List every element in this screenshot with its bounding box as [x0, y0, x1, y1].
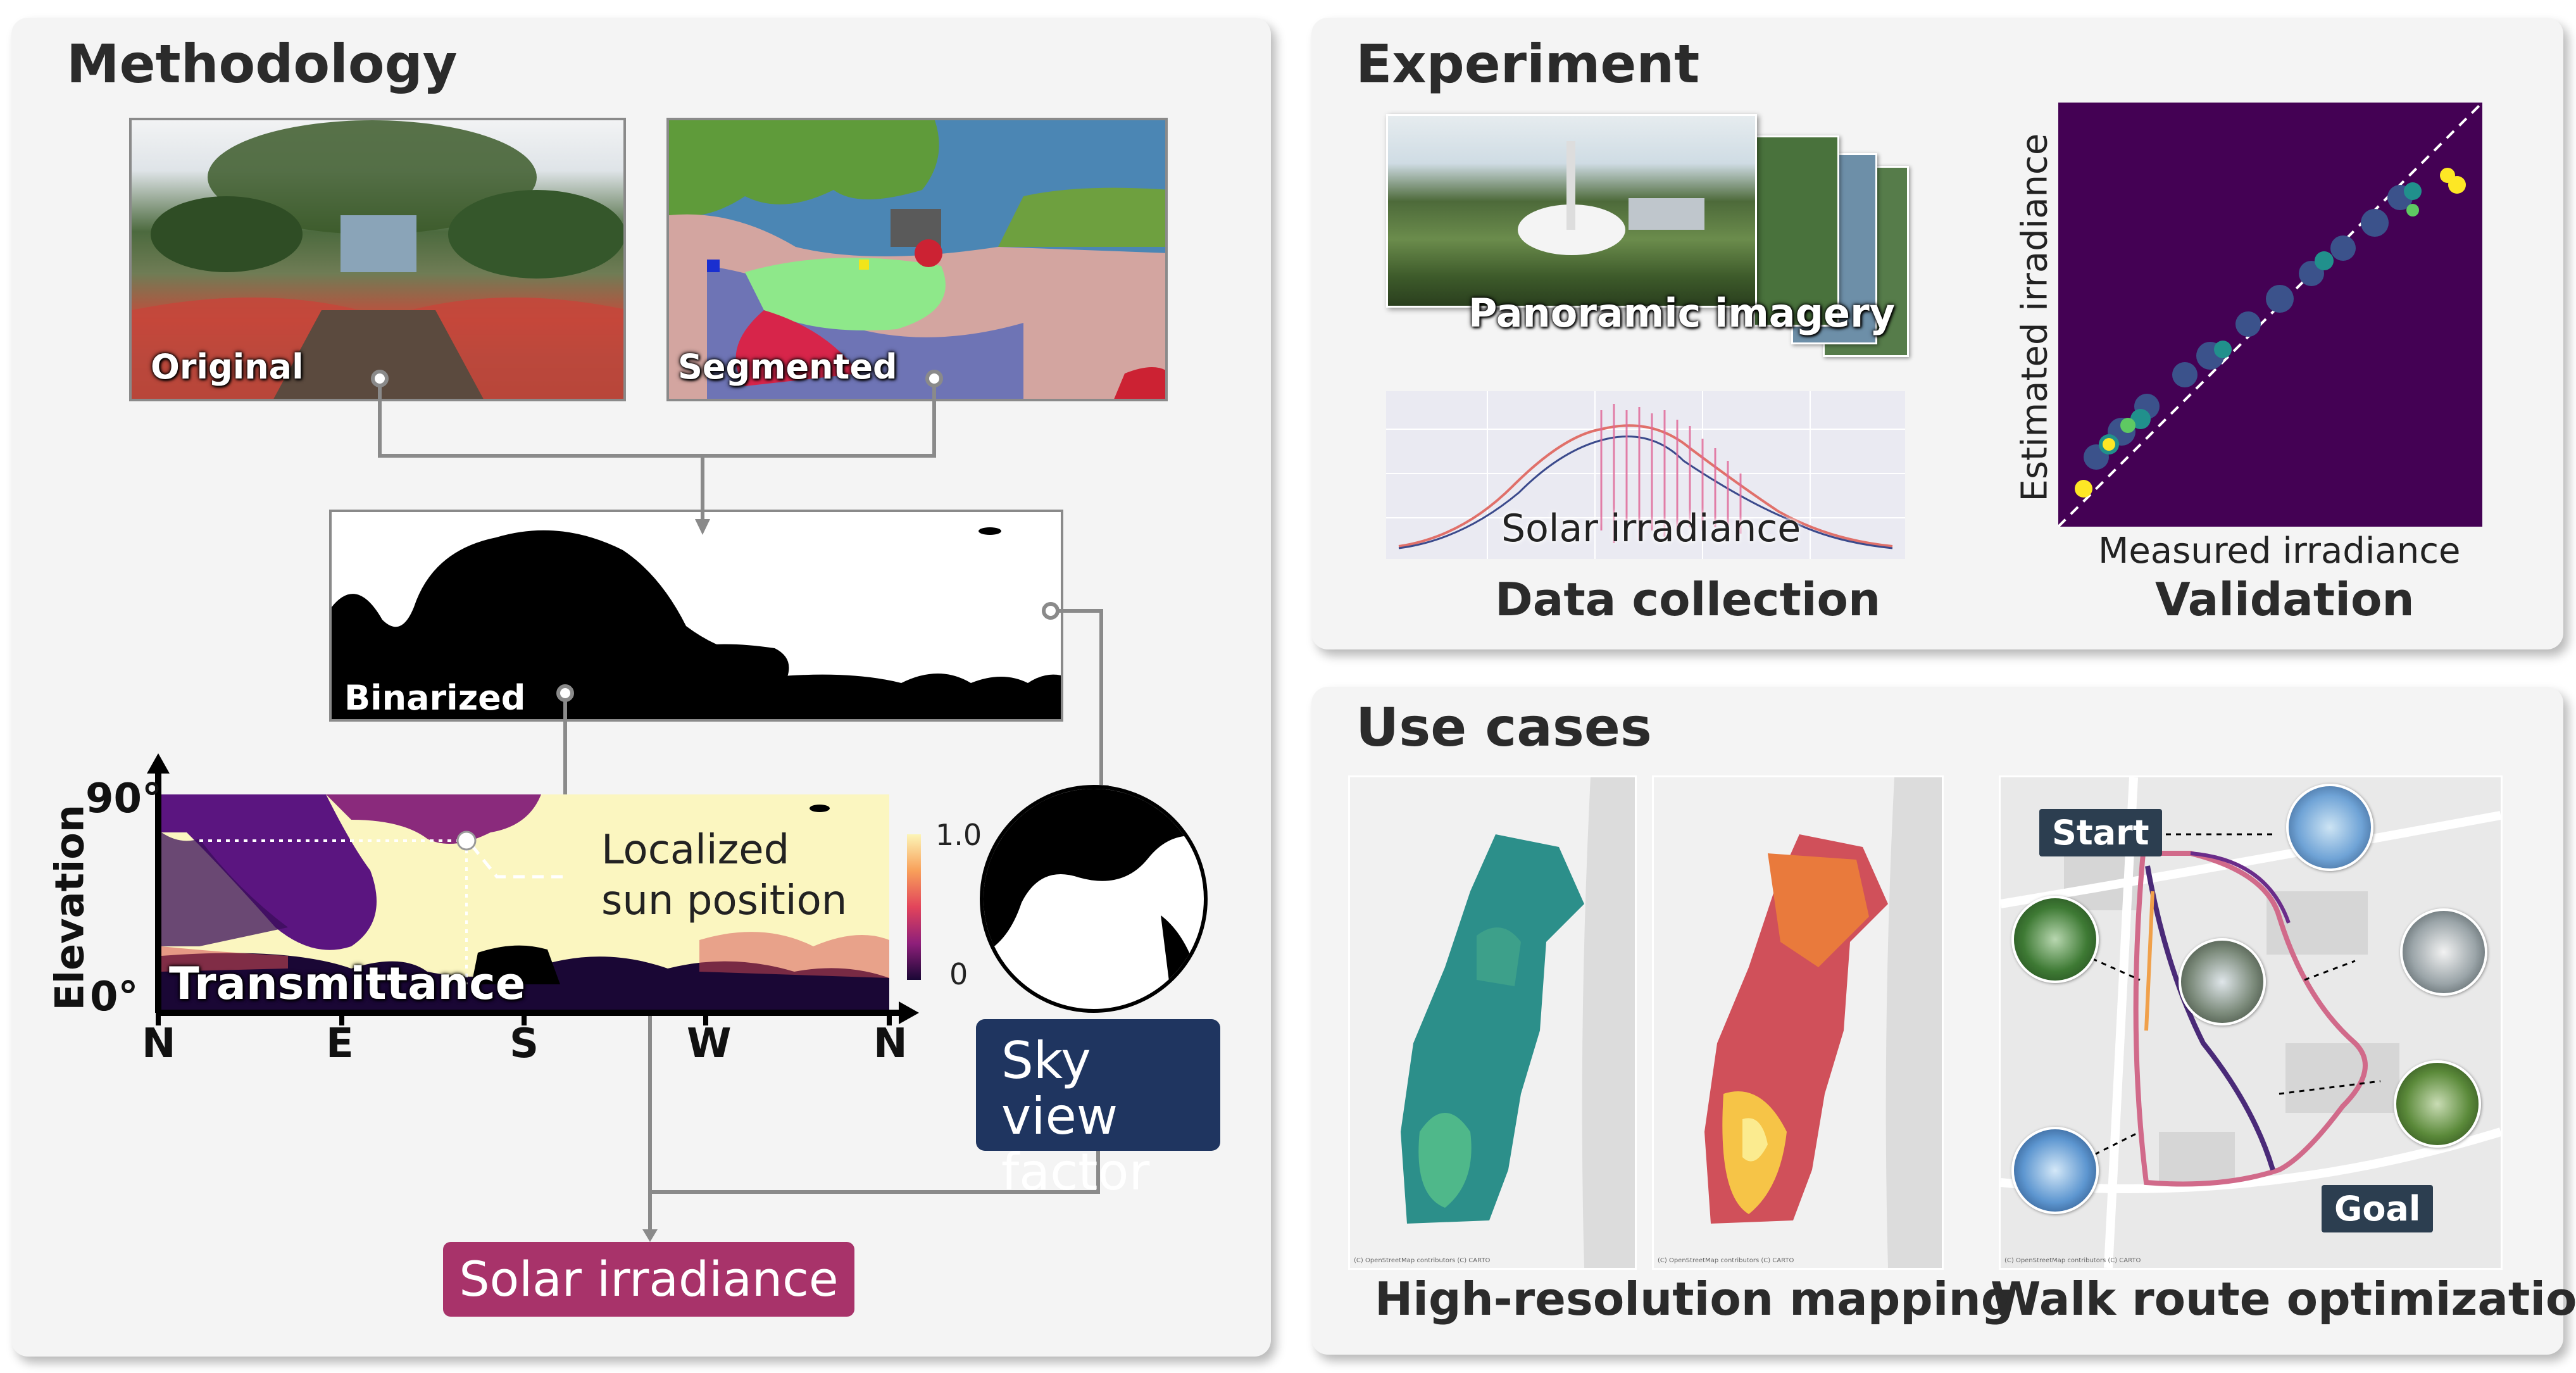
- validation-hexbin-plot: [2058, 103, 2482, 527]
- solar-timeseries-plot: [1386, 391, 1905, 559]
- route-fisheye-2: [2011, 896, 2099, 983]
- panoramic-scene: [1518, 141, 1704, 255]
- sun-position-marker: [199, 831, 566, 984]
- validation-hexbin-points: [2058, 103, 2482, 527]
- fisheye-sky-image: [980, 785, 1208, 1013]
- panoramic-image-front: [1386, 114, 1757, 308]
- validation-caption: Validation: [2155, 573, 2415, 626]
- walk-route-optimization-caption: Walk route optimization: [1991, 1272, 2576, 1326]
- direction-label-n-start: N: [142, 1020, 176, 1067]
- panoramic-imagery-label: Panoramic imagery: [1468, 290, 1896, 336]
- solar-irradiance-plot-label: Solar irradiance: [1501, 506, 1801, 551]
- map2-hexbins: [1704, 777, 1942, 1268]
- sun-position-line1: Localized: [601, 827, 790, 874]
- transmittance-shapes: [161, 794, 889, 1013]
- solar-timeseries-lines: [1386, 391, 1905, 559]
- route-goal-tag: Goal: [2322, 1185, 2434, 1232]
- sky-view-line2: factor: [1001, 1143, 1150, 1201]
- sun-position-label: Localized sun position: [601, 825, 847, 926]
- use-cases-title: Use cases: [1356, 696, 1652, 758]
- sun-position-line2: sun position: [601, 877, 847, 924]
- solar-irradiance-box: Solar irradiance: [443, 1242, 854, 1317]
- binarized-image: Binarized: [329, 510, 1063, 722]
- segmented-label: Segmented: [678, 347, 897, 387]
- direction-label-n-end: N: [873, 1020, 908, 1067]
- fisheye-silhouette: [984, 789, 1204, 1009]
- binarized-label: Binarized: [344, 678, 526, 718]
- data-collection-caption: Data collection: [1495, 573, 1881, 626]
- elevation-90-label: 90°: [85, 775, 163, 822]
- route-start-tag: Start: [2039, 809, 2162, 856]
- methodology-title: Methodology: [66, 33, 458, 95]
- route-attribution: (C) OpenStreetMap contributors (C) CARTO: [2004, 1257, 2141, 1264]
- sky-view-line1: Sky view: [1001, 1031, 1118, 1146]
- route-map-graphic: [2001, 777, 2501, 1268]
- elevation-0-label: 0°: [90, 974, 139, 1020]
- original-scene-graphic: [132, 120, 623, 399]
- original-label: Original: [151, 347, 304, 387]
- direction-label-e: E: [326, 1020, 354, 1067]
- validation-x-axis-label: Measured irradiance: [2098, 530, 2461, 572]
- direction-label-s: S: [510, 1020, 539, 1067]
- experiment-title: Experiment: [1356, 33, 1700, 95]
- transmittance-heatmap: Transmittance Localized sun position: [161, 794, 889, 1013]
- mapping-map-2: (C) OpenStreetMap contributors (C) CARTO: [1652, 775, 1944, 1270]
- original-panorama-image: Original: [129, 118, 626, 401]
- map1-attribution: (C) OpenStreetMap contributors (C) CARTO: [1354, 1257, 1491, 1264]
- route-fisheye-1: [2286, 784, 2373, 871]
- elevation-axis-label: Elevation: [46, 804, 93, 1011]
- route-fisheye-3: [2179, 938, 2266, 1025]
- sky-view-factor-box: Sky view factor: [976, 1019, 1220, 1200]
- high-resolution-mapping-caption: High-resolution mapping: [1375, 1272, 2014, 1326]
- route-fisheye-5: [2394, 1060, 2481, 1148]
- panoramic-stack-back1: [1753, 135, 1839, 327]
- segmented-panorama-image: Segmented: [666, 118, 1168, 401]
- map1-hexbins: [1401, 777, 1635, 1268]
- route-fisheye-6: [2011, 1127, 2099, 1214]
- colorbar-min-label: 0: [949, 957, 968, 991]
- direction-label-w: W: [687, 1020, 732, 1067]
- validation-y-axis-label: Estimated irradiance: [2014, 133, 2056, 502]
- transmittance-label: Transmittance: [169, 958, 526, 1010]
- colorbar-max-label: 1.0: [935, 818, 982, 852]
- route-fisheye-4: [2400, 908, 2487, 996]
- transmittance-colorbar: [907, 834, 921, 980]
- segmented-scene-graphic: [669, 120, 1165, 399]
- binarized-silhouette: [332, 527, 1061, 719]
- transmittance-axes: [147, 753, 919, 1025]
- mapping-map-1: (C) OpenStreetMap contributors (C) CARTO: [1348, 775, 1637, 1270]
- map2-attribution: (C) OpenStreetMap contributors (C) CARTO: [1658, 1257, 1794, 1264]
